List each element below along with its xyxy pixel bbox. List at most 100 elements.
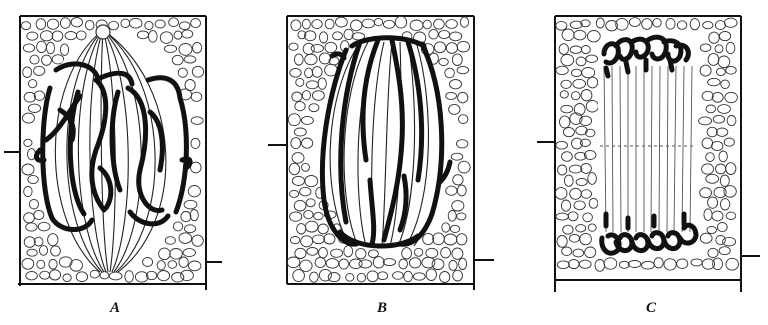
cytoplasm-cell	[306, 221, 318, 232]
cytoplasm-cell	[654, 258, 663, 268]
cytoplasm-cell	[350, 259, 363, 269]
panel-a	[4, 16, 222, 290]
cytoplasm-cell	[296, 78, 304, 86]
cytoplasm-cell	[409, 258, 420, 268]
cytoplasm-cell	[719, 247, 730, 255]
cytoplasm-cell	[703, 22, 713, 29]
cytoplasm-cell	[724, 138, 734, 146]
cytoplasm-cell	[570, 188, 582, 199]
cytoplasm-cell	[563, 128, 574, 137]
cytoplasm-cell	[444, 234, 457, 245]
cytoplasm-cell	[287, 257, 300, 268]
cytoplasm-cell	[568, 212, 578, 221]
cytoplasm-cell	[446, 20, 458, 29]
cytoplasm-cell	[302, 91, 310, 100]
cytoplasm-cell	[457, 41, 469, 52]
cytoplasm-cell	[588, 224, 596, 231]
cytoplasm-cell	[457, 66, 468, 73]
cytoplasm-cell	[404, 271, 413, 282]
cytoplasm-cell	[459, 258, 467, 269]
cytoplasm-cell	[718, 56, 730, 68]
cytoplasm-cell	[362, 19, 375, 28]
cytoplasm-cell	[596, 18, 604, 28]
cytoplasm-cell	[664, 259, 676, 270]
cytoplasm-cell	[288, 114, 300, 126]
cytoplasm-cell	[450, 80, 462, 89]
cytoplasm-cell	[429, 29, 438, 39]
cytoplasm-cell	[290, 212, 302, 221]
cytoplasm-cell	[305, 54, 317, 65]
cytoplasm-cell	[717, 223, 727, 232]
cytoplasm-cell	[294, 54, 303, 65]
cytoplasm-cell	[301, 236, 313, 247]
cytoplasm-cell	[702, 164, 714, 174]
cytoplasm-cell	[312, 91, 324, 101]
cytoplasm-cell	[439, 30, 450, 38]
cytoplasm-cell	[450, 32, 462, 41]
cytoplasm-cell	[452, 54, 462, 66]
cytoplasm-cell	[709, 32, 719, 43]
cytoplasm-cell	[458, 161, 470, 173]
cytoplasm-cell	[704, 209, 712, 221]
cytoplasm-cell	[555, 188, 567, 200]
cytoplasm-cell	[292, 92, 302, 101]
cytoplasm-cell	[700, 65, 711, 76]
cytoplasm-cell	[561, 200, 570, 211]
cytoplasm-cell	[450, 225, 459, 232]
cytoplasm-cell	[446, 43, 457, 54]
cytoplasm-cell	[588, 173, 597, 185]
cytoplasm-cell	[289, 163, 299, 175]
cytoplasm-cell	[586, 55, 598, 62]
cytoplasm-cell	[344, 29, 353, 39]
cytoplasm-cell	[314, 212, 323, 219]
cytoplasm-cell	[356, 249, 366, 259]
cytoplasm-cell	[726, 163, 736, 175]
cytoplasm-cell	[706, 105, 716, 113]
cytoplasm-cell	[570, 234, 580, 242]
cytoplasm-cell	[460, 17, 468, 27]
cytoplasm-cell	[715, 21, 725, 30]
cytoplasm-cell	[604, 258, 617, 269]
cytoplasm-cell	[320, 32, 328, 43]
cytoplasm-cell	[725, 92, 738, 102]
cytoplasm-cell	[359, 260, 372, 268]
cytoplasm-cell	[712, 211, 723, 221]
cytoplasm-cell	[556, 66, 568, 74]
cytoplasm-cell	[290, 69, 301, 78]
cytoplasm-cell	[292, 153, 304, 164]
cytoplasm-cell	[339, 259, 348, 269]
cytoplasm-cell	[312, 235, 324, 244]
cytoplasm-cell	[368, 250, 378, 258]
cytoplasm-cell	[715, 45, 723, 53]
cytoplasm-cell	[666, 18, 675, 29]
cytoplasm-cell	[305, 68, 313, 78]
cytoplasm-cell	[559, 44, 568, 55]
cytoplasm-cell	[562, 152, 573, 162]
cytoplasm-cell	[319, 269, 331, 281]
cytoplasm-cell	[445, 68, 455, 78]
cytoplasm-cell	[457, 213, 466, 220]
cytoplasm-cell	[451, 153, 463, 160]
cytoplasm-cell	[721, 80, 730, 89]
cytoplasm-cell	[629, 18, 640, 27]
cytoplasm-cell	[442, 223, 450, 232]
cytoplasm-cell	[707, 127, 717, 137]
cytoplasm-cell	[558, 165, 567, 175]
cytoplasm-cell	[324, 234, 335, 244]
cytoplasm-cell	[573, 79, 586, 88]
cytoplasm-cell	[326, 259, 339, 269]
cytoplasm-cell	[642, 19, 652, 30]
cytoplasm-cell	[708, 197, 718, 208]
cytoplasm-cell	[702, 138, 713, 149]
cytoplasm-cell	[374, 18, 382, 25]
cytoplasm-cell	[439, 58, 448, 65]
cytoplasm-cell	[724, 18, 737, 27]
cytoplasm-cell	[574, 201, 585, 210]
cytoplasm-cell	[433, 233, 445, 245]
cytoplasm-cell	[328, 273, 340, 282]
cytoplasm-cell	[294, 128, 306, 136]
cytoplasm-cell	[712, 92, 723, 102]
cytoplasm-cell	[718, 105, 731, 114]
cytoplasm-cell	[708, 54, 719, 66]
cytoplasm-cell	[458, 115, 468, 124]
